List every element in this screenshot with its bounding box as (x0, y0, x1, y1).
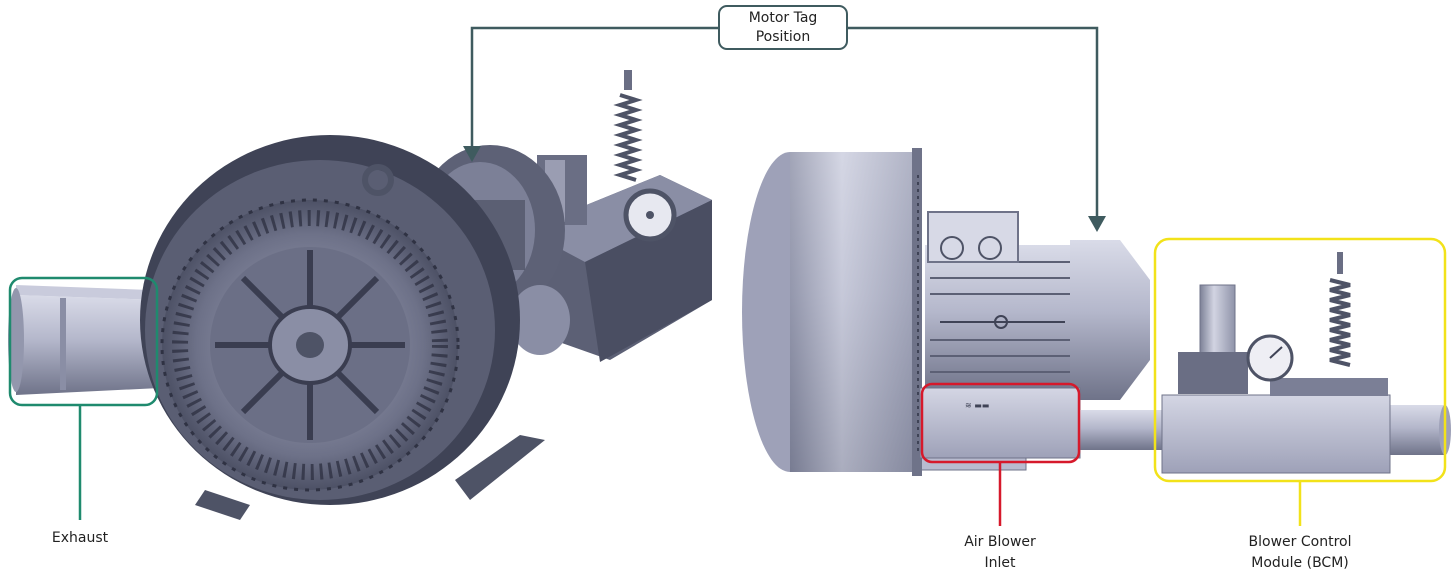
motor-tag-arrow-right (1088, 216, 1106, 232)
svg-text:≋ ▬▬: ≋ ▬▬ (965, 401, 989, 410)
motor-tag-connector (470, 26, 1099, 218)
motor-tag-label-line1: Motor Tag (748, 9, 818, 26)
air-blower-inlet-label-line1: Air Blower (964, 534, 1036, 550)
left-spring-valve (613, 70, 643, 182)
left-gauge (623, 188, 677, 242)
right-spring-valve (1329, 252, 1351, 367)
right-inlet-housing: ≋ ▬▬ (919, 387, 1081, 459)
bcm-label-line2: Module (BCM) (1251, 555, 1349, 571)
exhaust-label-text: Exhaust (51, 530, 109, 546)
right-blower-illustration: ≋ ▬▬ (742, 148, 1451, 476)
bcm-label-line1: Blower Control (1248, 534, 1352, 550)
exhaust-highlight-box (8, 276, 159, 407)
motor-tag-position-label: Motor Tag Position (718, 5, 848, 50)
left-blower-illustration (8, 70, 712, 520)
motor-tag-label-line2: Position (755, 28, 811, 45)
exhaust-label: Exhaust (30, 528, 130, 549)
right-outlet-pipe (1078, 405, 1451, 455)
right-bcm-box (1161, 252, 1391, 474)
air-blower-inlet-label-line2: Inlet (984, 555, 1016, 571)
bcm-label: Blower Control Module (BCM) (1210, 532, 1390, 574)
motor-tag-arrow-left (463, 146, 481, 162)
right-blower-housing (742, 148, 922, 476)
right-motor-body (925, 211, 1150, 400)
air-blower-inlet-label: Air Blower Inlet (930, 532, 1070, 574)
left-exhaust-pipe (8, 285, 160, 395)
left-blower-housing (140, 135, 545, 520)
